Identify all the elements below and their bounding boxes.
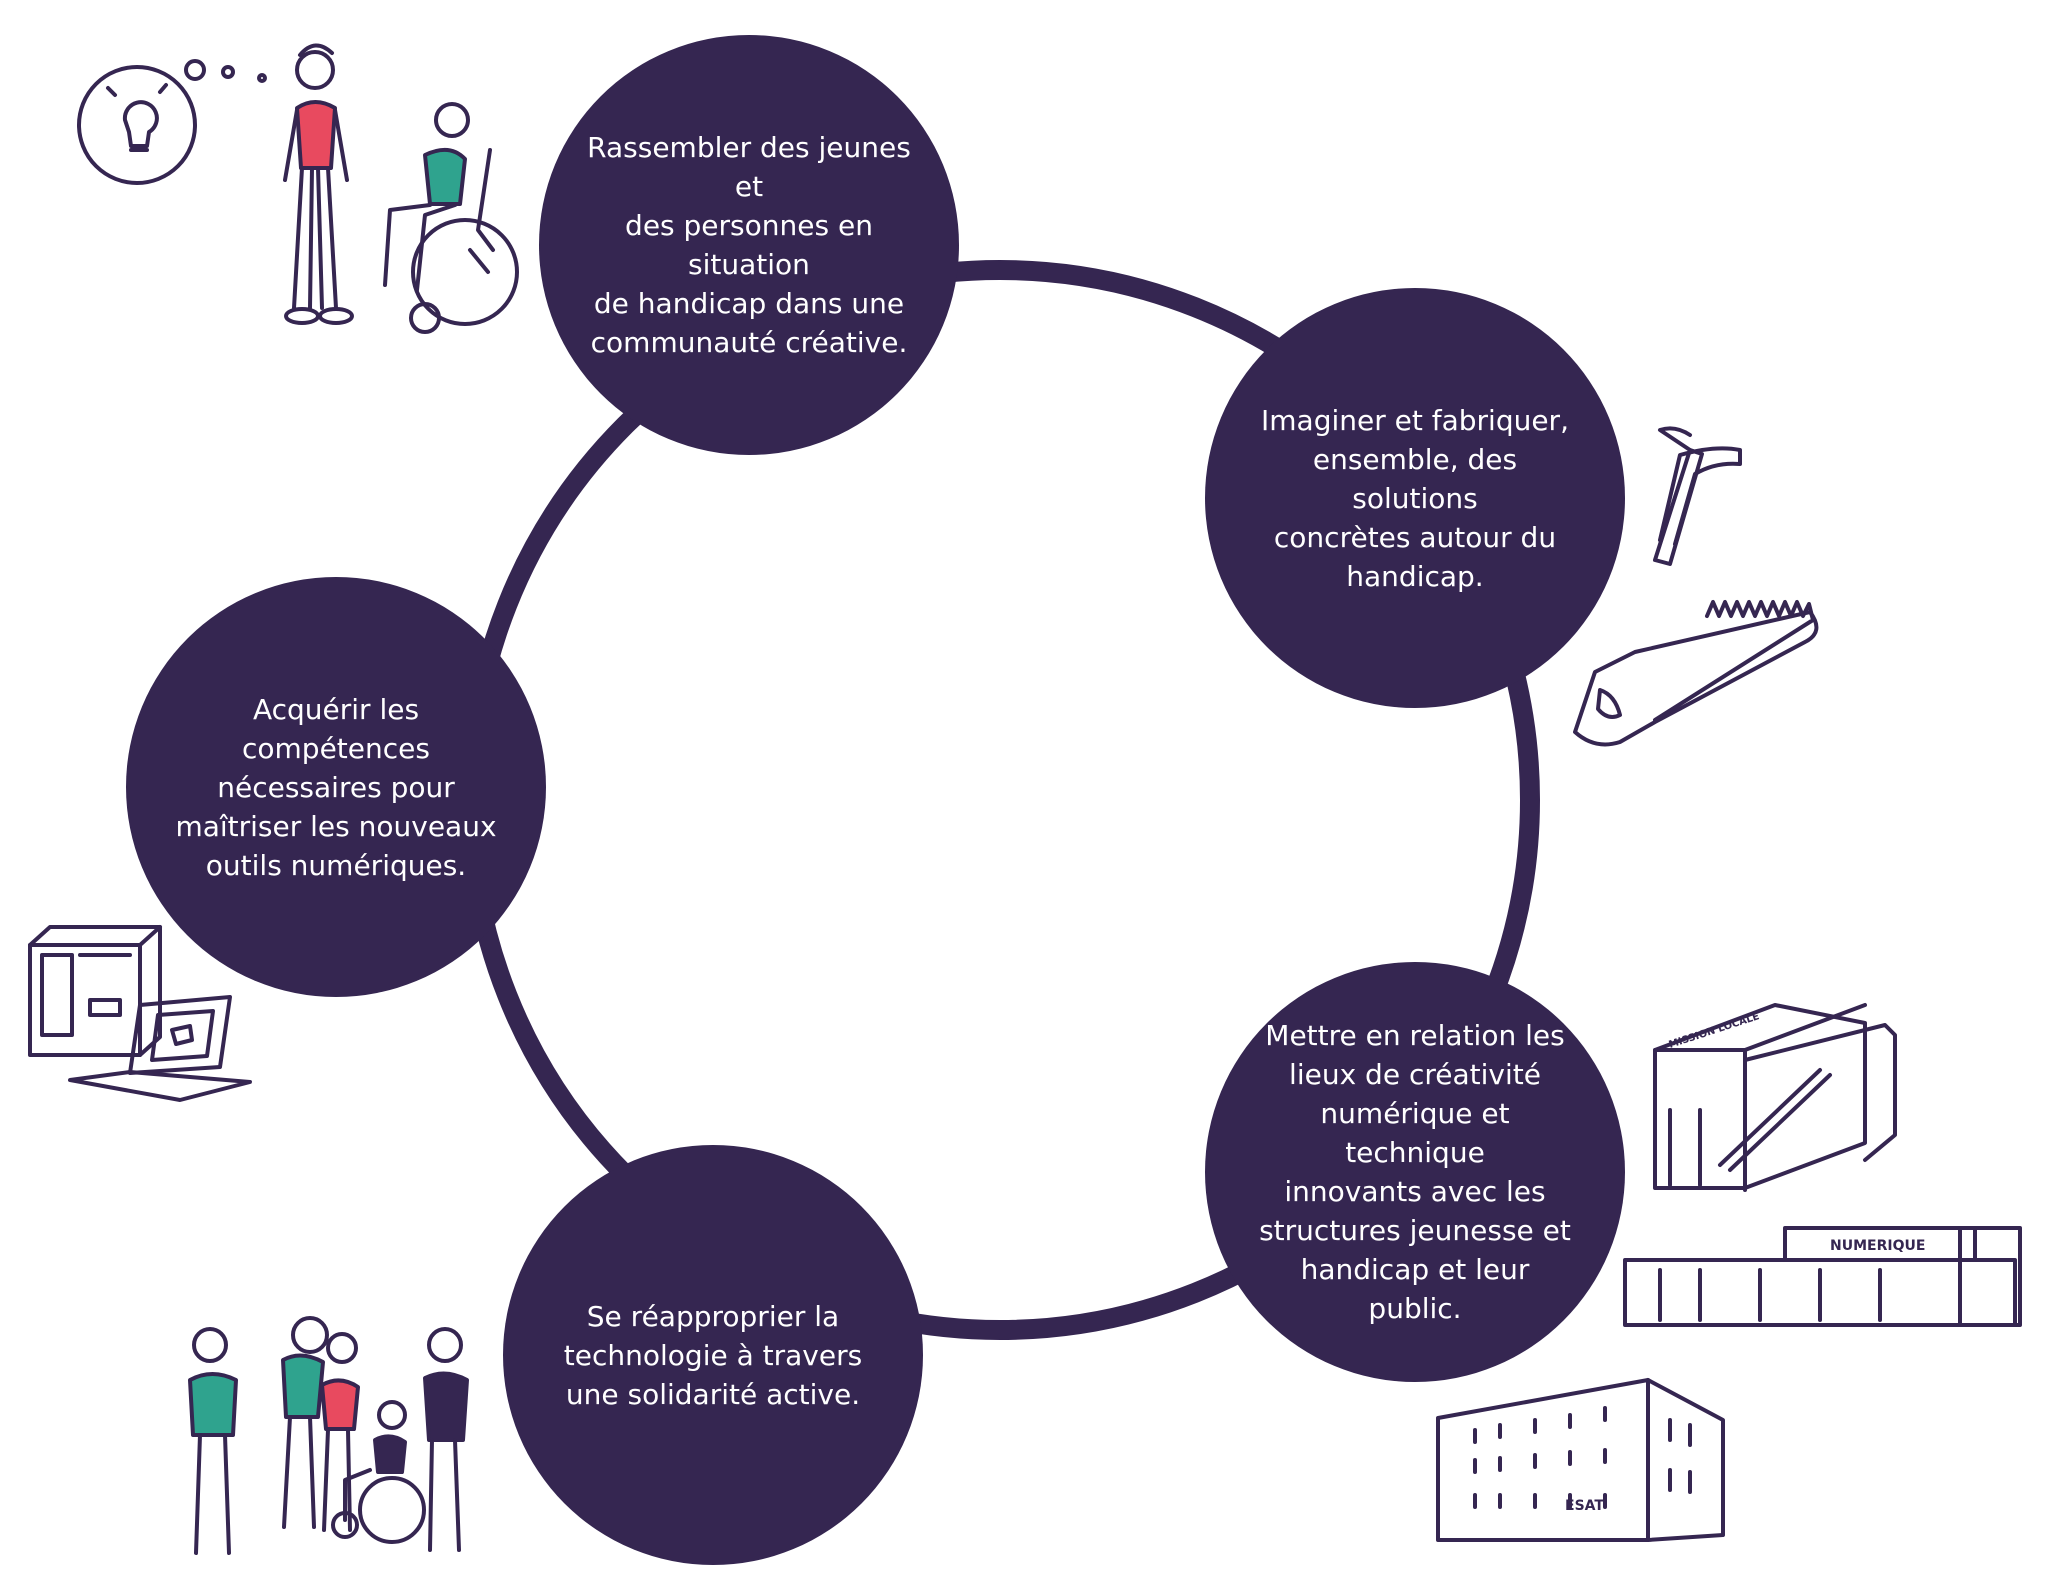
node-bottom-left-text: Se réapproprier la technologie à travers… xyxy=(563,1299,863,1411)
wheelchair-person-icon xyxy=(383,102,519,334)
numerique-building-icon: NUMERIQUE xyxy=(1623,1226,2022,1327)
hammer-icon xyxy=(1653,426,1742,566)
standing-person-icon xyxy=(283,43,354,325)
node-bottom-right-text: Mettre en relation les lieux de créativi… xyxy=(1259,1019,1571,1325)
laptop-icon xyxy=(68,995,252,1102)
node-top: Rassembler des jeunes et des personnes e… xyxy=(539,35,959,455)
node-left-text: Acquérir les compétences nécessaires pou… xyxy=(175,692,497,882)
esat-building-icon: ESAT xyxy=(1436,1378,1725,1542)
group-icon xyxy=(188,1316,469,1555)
lightbulb-icon xyxy=(77,59,267,185)
mission-locale-label: MISSION LOCALE xyxy=(1668,1011,1761,1051)
node-right-text: Imaginer et fabriquer, ensemble, des sol… xyxy=(1261,403,1569,593)
node-right: Imaginer et fabriquer, ensemble, des sol… xyxy=(1205,288,1625,708)
3d-printer-icon xyxy=(28,925,162,1057)
node-left: Acquérir les compétences nécessaires pou… xyxy=(126,577,546,997)
hammer-saw-illustration xyxy=(1573,426,1819,747)
buildings-illustration: MISSION LOCALE NUMERIQUE ESAT xyxy=(1436,1003,2022,1542)
people-idea-wheelchair-illustration xyxy=(77,43,519,334)
node-bottom-left: Se réapproprier la technologie à travers… xyxy=(503,1145,923,1565)
saw-icon xyxy=(1573,600,1819,747)
node-bottom-right: Mettre en relation les lieux de créativi… xyxy=(1205,962,1625,1382)
building-icon: MISSION LOCALE xyxy=(1653,1003,1897,1192)
esat-label: ESAT xyxy=(1565,1498,1604,1514)
printer-laptop-illustration xyxy=(28,925,252,1102)
group-wheelchair-illustration xyxy=(188,1316,469,1555)
numerique-label: NUMERIQUE xyxy=(1830,1238,1925,1254)
node-top-text: Rassembler des jeunes et des personnes e… xyxy=(587,131,911,359)
